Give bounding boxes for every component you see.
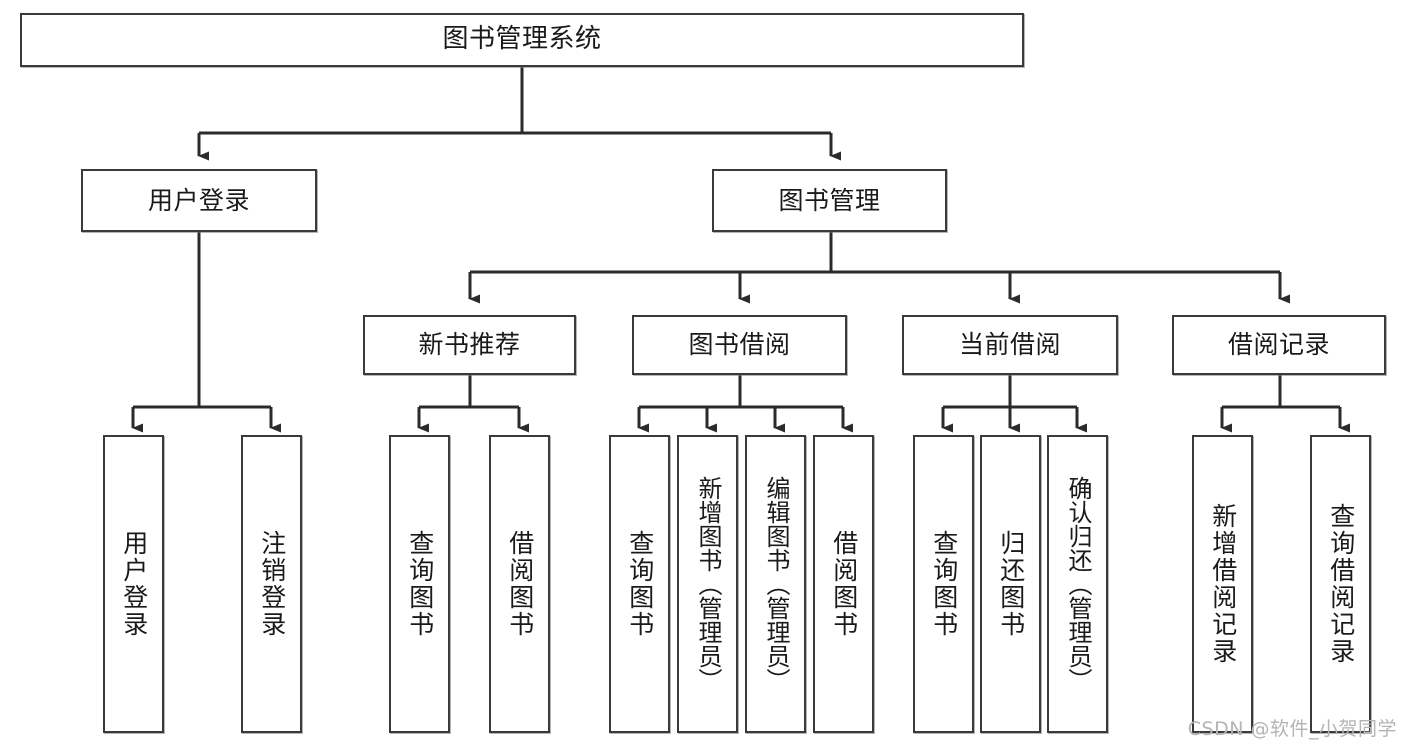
leaf-current-borrow-return-label: 归还图书	[996, 530, 1026, 638]
leaf-new-book-borrow-label: 借阅图书	[505, 530, 535, 638]
leaf-current-borrow-confirm[interactable]: 确认归还（管理员）	[1047, 435, 1108, 733]
node-book-management[interactable]: 图书管理	[712, 169, 947, 232]
node-new-book-recommend-label: 新书推荐	[418, 330, 521, 359]
node-borrow-record[interactable]: 借阅记录	[1172, 315, 1386, 375]
node-current-borrow[interactable]: 当前借阅	[902, 315, 1118, 375]
leaf-user-login-signout-label: 注销登录	[257, 530, 287, 638]
leaf-book-borrow-add[interactable]: 新增图书（管理员）	[677, 435, 738, 733]
node-current-borrow-label: 当前借阅	[958, 330, 1061, 359]
leaf-borrow-record-query[interactable]: 查询借阅记录	[1310, 435, 1371, 733]
leaf-book-borrow-lend[interactable]: 借阅图书	[813, 435, 874, 733]
leaf-borrow-record-query-label: 查询借阅记录	[1326, 503, 1356, 665]
leaf-book-borrow-add-label: 新增图书（管理员）	[693, 476, 722, 692]
leaf-book-borrow-lend-label: 借阅图书	[829, 530, 859, 638]
node-book-borrow-label: 图书借阅	[688, 330, 791, 359]
leaf-borrow-record-add[interactable]: 新增借阅记录	[1192, 435, 1253, 733]
node-book-borrow[interactable]: 图书借阅	[632, 315, 847, 375]
leaf-user-login-signout[interactable]: 注销登录	[241, 435, 302, 733]
node-book-management-label: 图书管理	[778, 185, 881, 215]
leaf-new-book-query[interactable]: 查询图书	[389, 435, 450, 733]
leaf-user-login-signin-label: 用户登录	[119, 530, 149, 638]
csdn-watermark: CSDN @软件_小贺同学	[1187, 718, 1397, 740]
node-user-login[interactable]: 用户登录	[81, 169, 317, 232]
leaf-user-login-signin[interactable]: 用户登录	[103, 435, 164, 733]
leaf-current-borrow-query[interactable]: 查询图书	[913, 435, 974, 733]
leaf-book-borrow-query-label: 查询图书	[625, 530, 655, 638]
node-root-system-label: 图书管理系统	[442, 24, 602, 55]
leaf-current-borrow-confirm-label: 确认归还（管理员）	[1063, 476, 1092, 692]
leaf-book-borrow-edit[interactable]: 编辑图书（管理员）	[745, 435, 806, 733]
leaf-book-borrow-edit-label: 编辑图书（管理员）	[761, 476, 790, 692]
node-root-system[interactable]: 图书管理系统	[20, 13, 1024, 67]
node-borrow-record-label: 借阅记录	[1227, 330, 1330, 359]
leaf-new-book-borrow[interactable]: 借阅图书	[489, 435, 550, 733]
leaf-borrow-record-add-label: 新增借阅记录	[1208, 503, 1238, 665]
node-new-book-recommend[interactable]: 新书推荐	[363, 315, 576, 375]
leaf-book-borrow-query[interactable]: 查询图书	[609, 435, 670, 733]
leaf-new-book-query-label: 查询图书	[405, 530, 435, 638]
leaf-current-borrow-query-label: 查询图书	[929, 530, 959, 638]
node-user-login-label: 用户登录	[147, 185, 250, 215]
leaf-current-borrow-return[interactable]: 归还图书	[980, 435, 1041, 733]
